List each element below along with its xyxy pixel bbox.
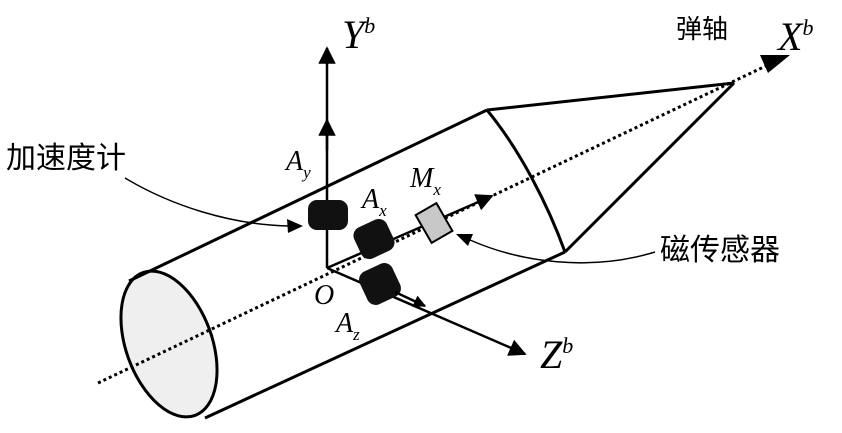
magnetic-sensor-mx	[416, 203, 453, 243]
cone-base-curve	[487, 110, 565, 252]
magnetic-sensor-leader-arrowhead	[456, 234, 473, 246]
ax-label: Ax	[360, 184, 387, 220]
accelerometer-ay	[308, 200, 348, 230]
missile-axis-label: 弹轴	[676, 15, 728, 45]
z-axis-label: Zb	[540, 332, 573, 377]
ay-label: Ay	[284, 146, 311, 182]
accelerometer-leader-arrowhead	[287, 219, 303, 233]
x-axis-label: Xb	[776, 14, 813, 59]
accelerometer-az	[356, 260, 404, 308]
x-axis-line	[327, 196, 492, 268]
accelerometer-leader	[125, 178, 290, 226]
magnetic-sensor-label: 磁传感器	[660, 233, 780, 268]
az-label: Az	[334, 308, 360, 344]
cylinder-end-cap	[103, 258, 236, 430]
origin-label: O	[314, 280, 334, 311]
accelerometer-label: 加速度计	[6, 141, 126, 176]
cone-bottom-edge	[565, 83, 734, 252]
y-axis-label: Yb	[342, 12, 375, 57]
mx-label: Mx	[409, 163, 441, 199]
cone-top-edge	[487, 83, 734, 110]
